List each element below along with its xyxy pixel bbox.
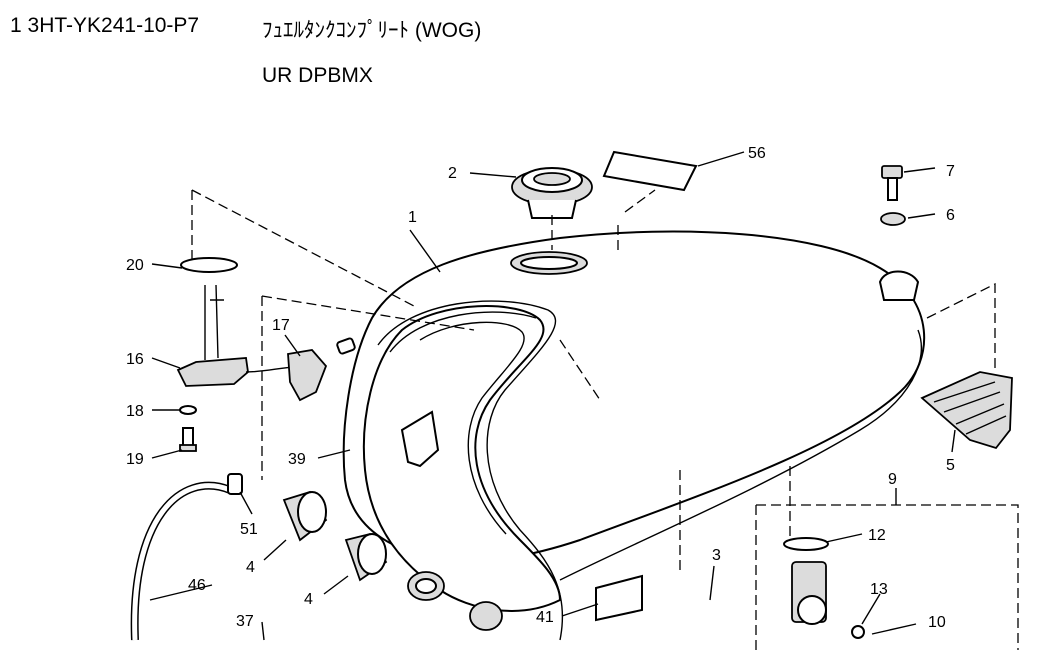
- callout-2: 2: [448, 165, 457, 182]
- callout-12: 12: [868, 527, 886, 544]
- fuel-cock-washer: [851, 625, 865, 639]
- callout-6: 6: [946, 207, 955, 224]
- part-number: 1 3HT-YK241-10-P7: [10, 14, 200, 37]
- grommet: [469, 601, 503, 631]
- callout-39: 39: [288, 451, 306, 468]
- callout-51: 51: [240, 521, 258, 538]
- o-ring: [180, 257, 238, 273]
- callout-19: 19: [126, 451, 144, 468]
- callout-5: 5: [946, 457, 955, 474]
- tank-rubber-trim: [377, 300, 564, 641]
- callout-16: 16: [126, 351, 144, 368]
- tank-rubber-trim-inner: [389, 311, 537, 353]
- callout-4-upper: 4: [246, 559, 255, 576]
- callout-46: 46: [188, 577, 206, 594]
- callout-17: 17: [272, 317, 290, 334]
- callout-41: 41: [536, 609, 554, 626]
- callout-1: 1: [408, 209, 417, 226]
- caution-label: [602, 150, 698, 192]
- washer-small: [179, 405, 197, 415]
- callout-10: 10: [928, 614, 946, 631]
- fuel-sender-unit: [176, 357, 249, 387]
- fuel-cock-gasket: [783, 537, 829, 551]
- bolt: [881, 165, 903, 201]
- callout-4-lower: 4: [304, 591, 313, 608]
- part-name: ﾌｭｴﾙﾀﾝｸｺﾝﾌﾟﾘｰﾄ (WOG): [262, 19, 482, 42]
- collar: [407, 571, 445, 601]
- tank-mount-boss: [878, 270, 920, 301]
- tunnel-inner-edge: [419, 321, 525, 535]
- callout-56: 56: [748, 145, 766, 162]
- damper-upper: [282, 490, 328, 542]
- damper-lower: [344, 532, 388, 582]
- tank-tunnel-outline: [362, 305, 562, 612]
- callout-18: 18: [126, 403, 144, 420]
- callout-3: 3: [712, 547, 721, 564]
- hose-clamp: [287, 337, 356, 402]
- tunnel-bracket: [400, 410, 440, 468]
- rubber-damper: [920, 371, 1013, 450]
- washer: [880, 212, 906, 226]
- callout-7: 7: [946, 163, 955, 180]
- fuel-hose: [130, 481, 232, 641]
- fuel-cock-group-box: [755, 504, 1019, 650]
- callout-37: 37: [236, 613, 254, 630]
- screw: [179, 427, 197, 452]
- info-label: [595, 574, 643, 622]
- fuel-cock: [791, 561, 827, 625]
- tank-underside-edge: [559, 329, 923, 581]
- callout-13: 13: [870, 581, 888, 598]
- variant-code: UR DPBMX: [262, 64, 373, 87]
- fuel-cap: [511, 167, 593, 219]
- callout-9: 9: [888, 471, 897, 488]
- hose-clip: [227, 473, 243, 495]
- callout-20: 20: [126, 257, 144, 274]
